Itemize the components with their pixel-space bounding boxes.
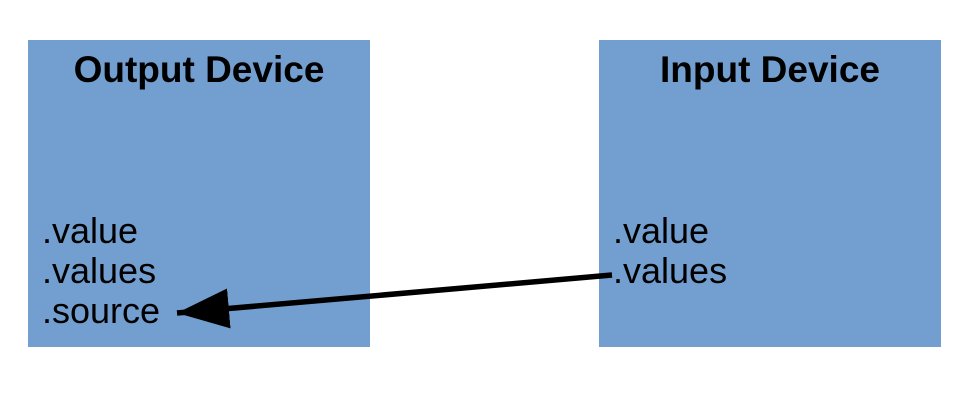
input-device-title: Input Device	[660, 49, 880, 90]
input-device-box: Input Device .value .values	[599, 40, 941, 347]
output-device-box: Output Device .value .values .source	[28, 40, 370, 347]
input-property-value: .value	[613, 210, 710, 251]
output-device-title: Output Device	[73, 49, 325, 90]
output-property-source: .source	[42, 290, 161, 331]
output-device-properties: .value .values .source	[42, 211, 160, 331]
output-property-value: .value	[42, 210, 139, 251]
output-property-values: .values	[42, 250, 157, 291]
input-device-properties: .value .values	[613, 211, 727, 291]
input-property-values: .values	[613, 250, 728, 291]
